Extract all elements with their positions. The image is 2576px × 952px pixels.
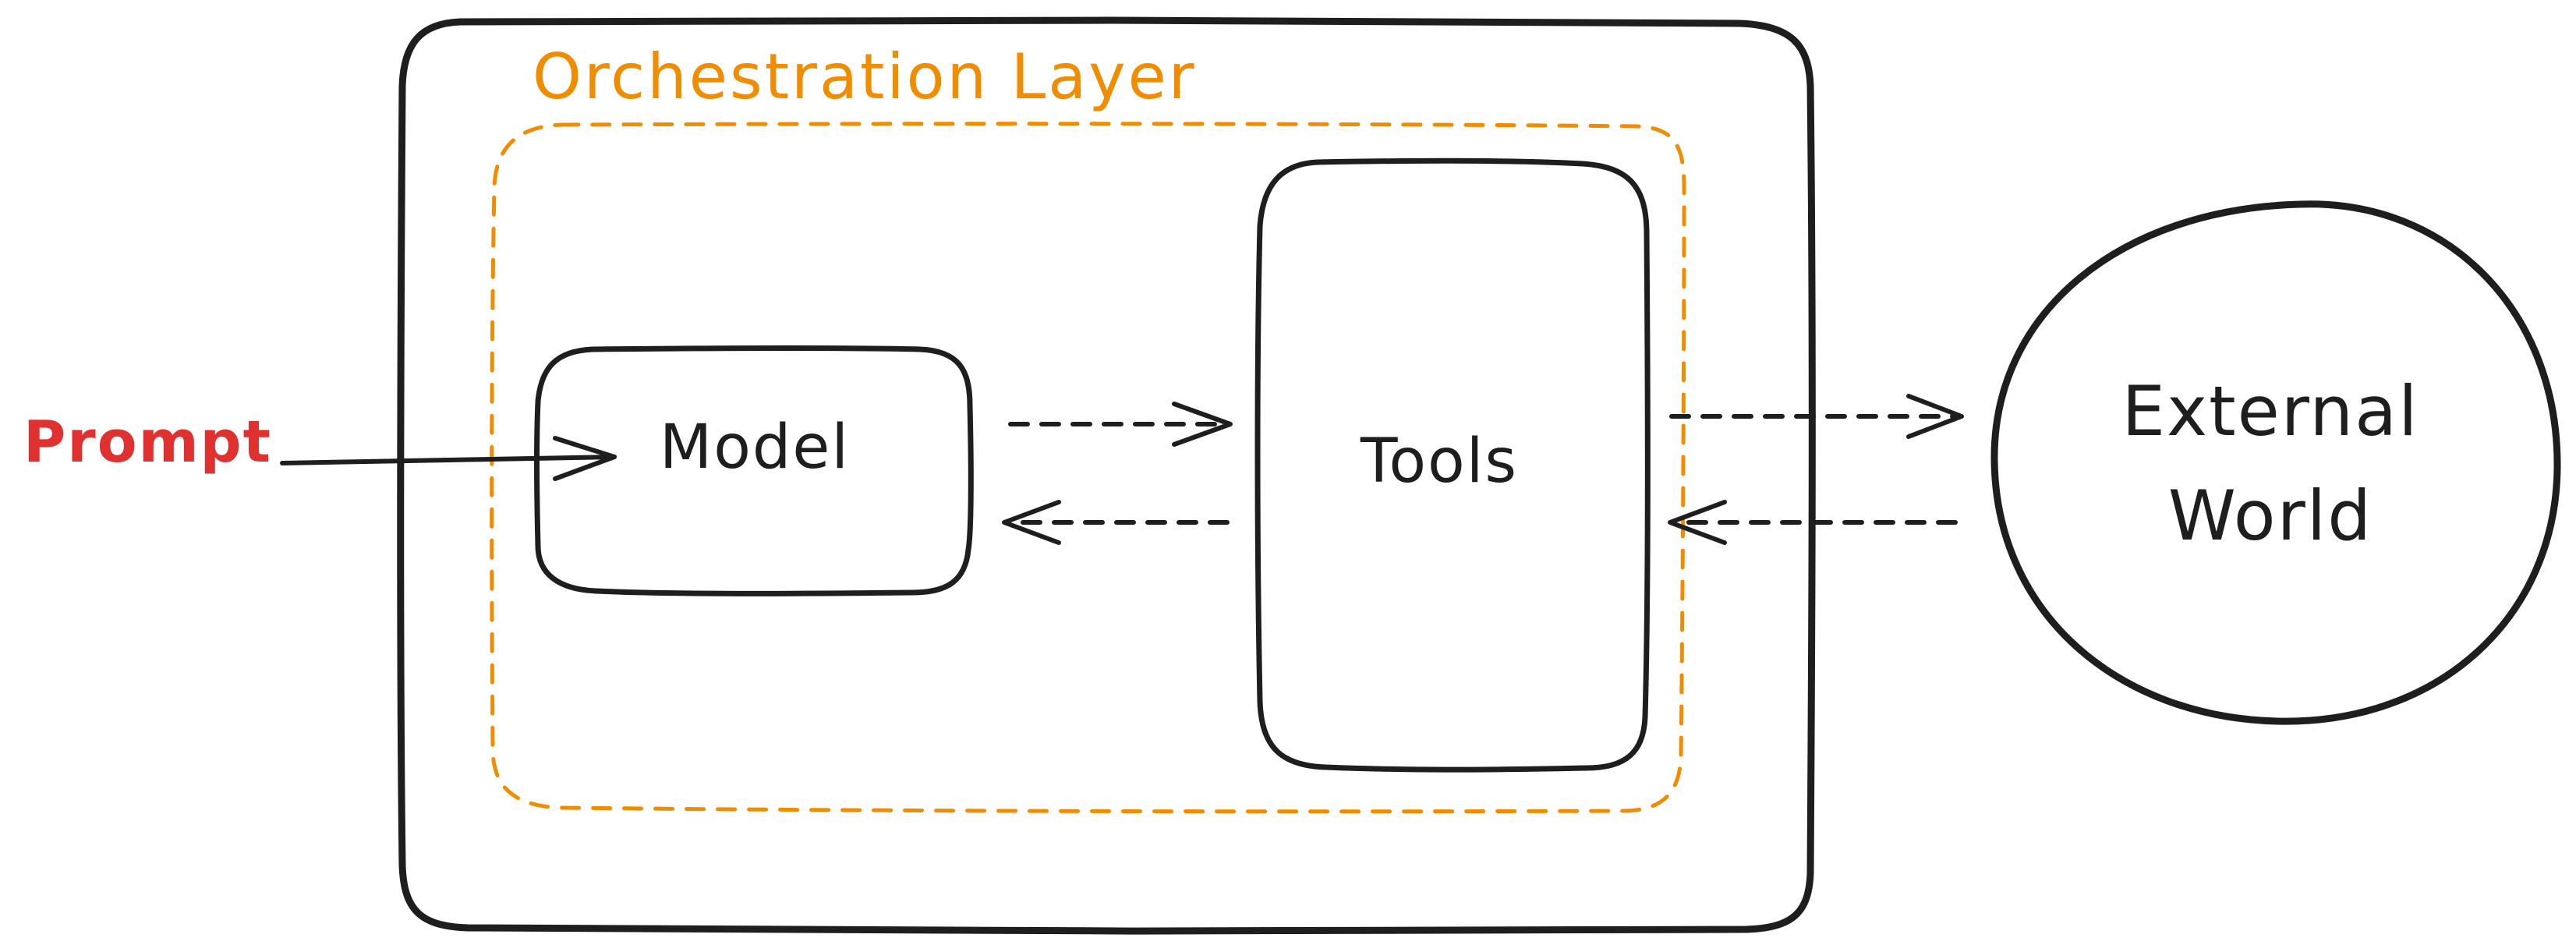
orchestration-layer-title: Orchestration Layer bbox=[533, 41, 1197, 113]
outer-container bbox=[397, 16, 1816, 935]
model-box bbox=[534, 345, 974, 596]
tools-box bbox=[1254, 157, 1651, 773]
tools-label: Tools bbox=[1360, 426, 1518, 497]
tools-to-model-arrowhead bbox=[1002, 500, 1061, 545]
prompt-to-model-arrow bbox=[280, 455, 617, 465]
external-world-label-line2: World bbox=[2168, 476, 2373, 556]
external-world-to-tools-arrowhead bbox=[1668, 500, 1727, 545]
model-label: Model bbox=[660, 412, 850, 483]
external-world-label-line1: External bbox=[2121, 371, 2419, 451]
orchestration-layer-border bbox=[490, 122, 1686, 814]
prompt-label: Prompt bbox=[23, 409, 272, 476]
tools-to-external-world-arrowhead bbox=[1906, 394, 1964, 439]
external-world-circle bbox=[1990, 200, 2561, 725]
model-to-tools-arrowhead bbox=[1172, 402, 1233, 447]
prompt-to-model-arrowhead bbox=[553, 436, 617, 481]
